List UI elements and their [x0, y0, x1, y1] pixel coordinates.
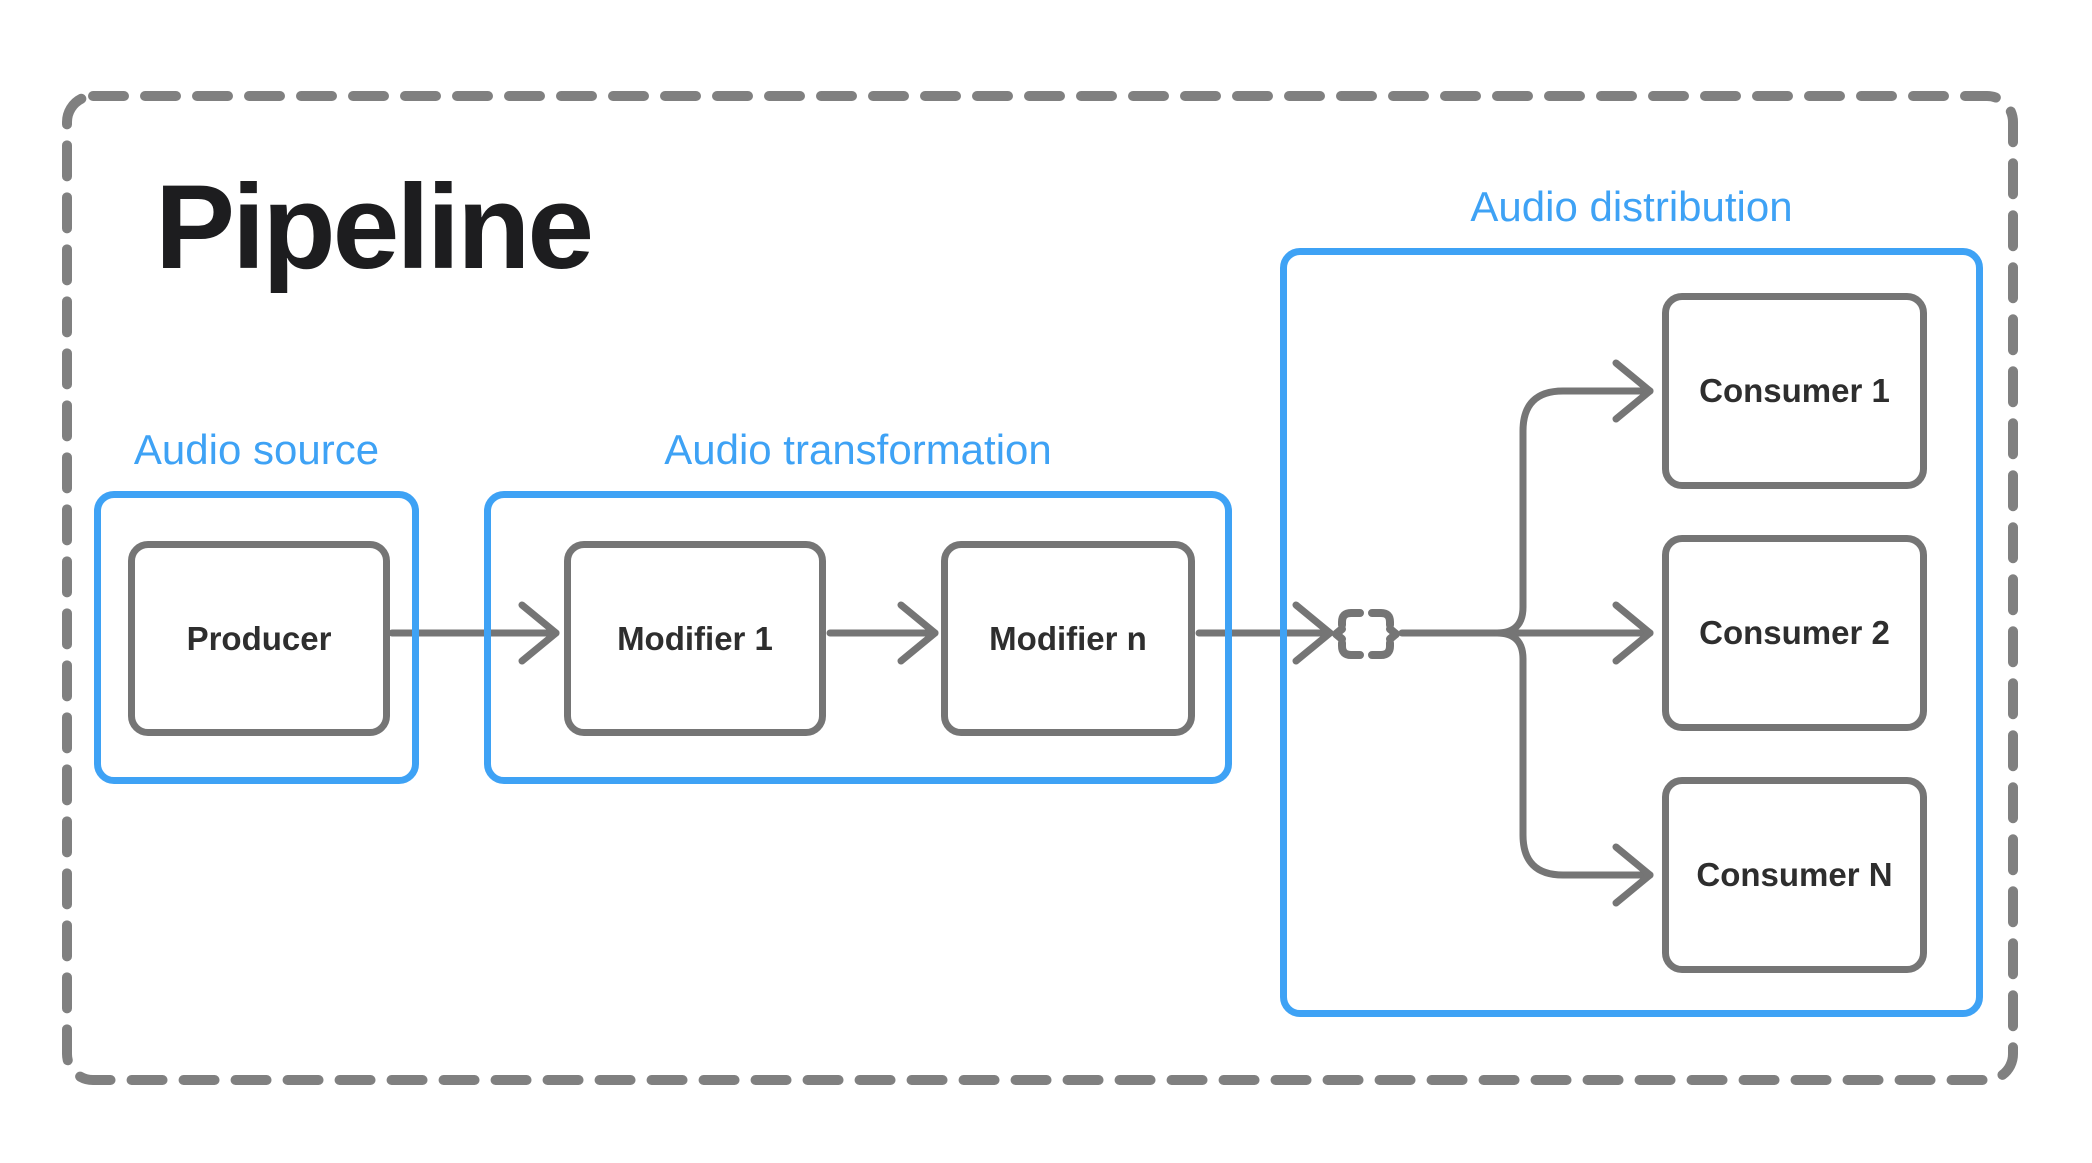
splitter-icon-right-bottom: [1368, 639, 1394, 659]
group-label-audio-source: Audio source: [133, 426, 380, 473]
arrowhead-modifiern-to-splitter: [1292, 601, 1334, 665]
splitter-icon-left-top: [1338, 609, 1364, 629]
pipeline-boundary-dashed-border: [62, 91, 2018, 1085]
node-modifier-n: Modifier n: [941, 541, 1195, 736]
arrowhead-to-consumer1: [1612, 359, 1654, 423]
connector-fork-to-consumern: [1493, 629, 1654, 879]
node-modifier-n-label: Modifier n: [989, 619, 1147, 657]
diagram-title: Pipeline: [155, 160, 594, 294]
node-consumer-1-label: Consumer 1: [1699, 372, 1890, 409]
group-box-audio-distribution: [1280, 248, 1983, 1017]
node-modifier-1-label: Modifier 1: [617, 619, 773, 657]
node-consumer-2-label: Consumer 2: [1699, 614, 1890, 651]
splitter-icon-right-top: [1368, 609, 1394, 629]
node-consumer-n: Consumer N: [1662, 777, 1927, 973]
arrowhead-modifier1-to-modifiern: [897, 601, 939, 665]
group-box-audio-source: [94, 491, 419, 784]
arrowhead-to-consumern: [1612, 843, 1654, 907]
splitter-icon-left-bottom: [1338, 639, 1364, 659]
splitter-icon-right-notch: [1386, 625, 1400, 643]
node-consumer-1: Consumer 1: [1662, 293, 1927, 489]
node-modifier-1: Modifier 1: [564, 541, 826, 736]
splitter-curly-braces-icon: [1332, 609, 1400, 659]
node-producer: Producer: [128, 541, 390, 736]
splitter-icon-left-notch: [1332, 625, 1346, 643]
arrowhead-to-consumer2: [1612, 601, 1654, 665]
group-label-audio-transformation: Audio transformation: [664, 426, 1052, 473]
node-consumer-2: Consumer 2: [1662, 535, 1927, 731]
node-consumer-n-label: Consumer N: [1696, 856, 1893, 893]
group-box-audio-transformation: [484, 491, 1232, 784]
arrowhead-producer-to-modifier1: [518, 601, 560, 665]
group-label-audio-distribution: Audio distribution: [1470, 183, 1793, 230]
node-producer-label: Producer: [186, 619, 332, 657]
connector-fork-to-consumer1: [1493, 387, 1654, 637]
